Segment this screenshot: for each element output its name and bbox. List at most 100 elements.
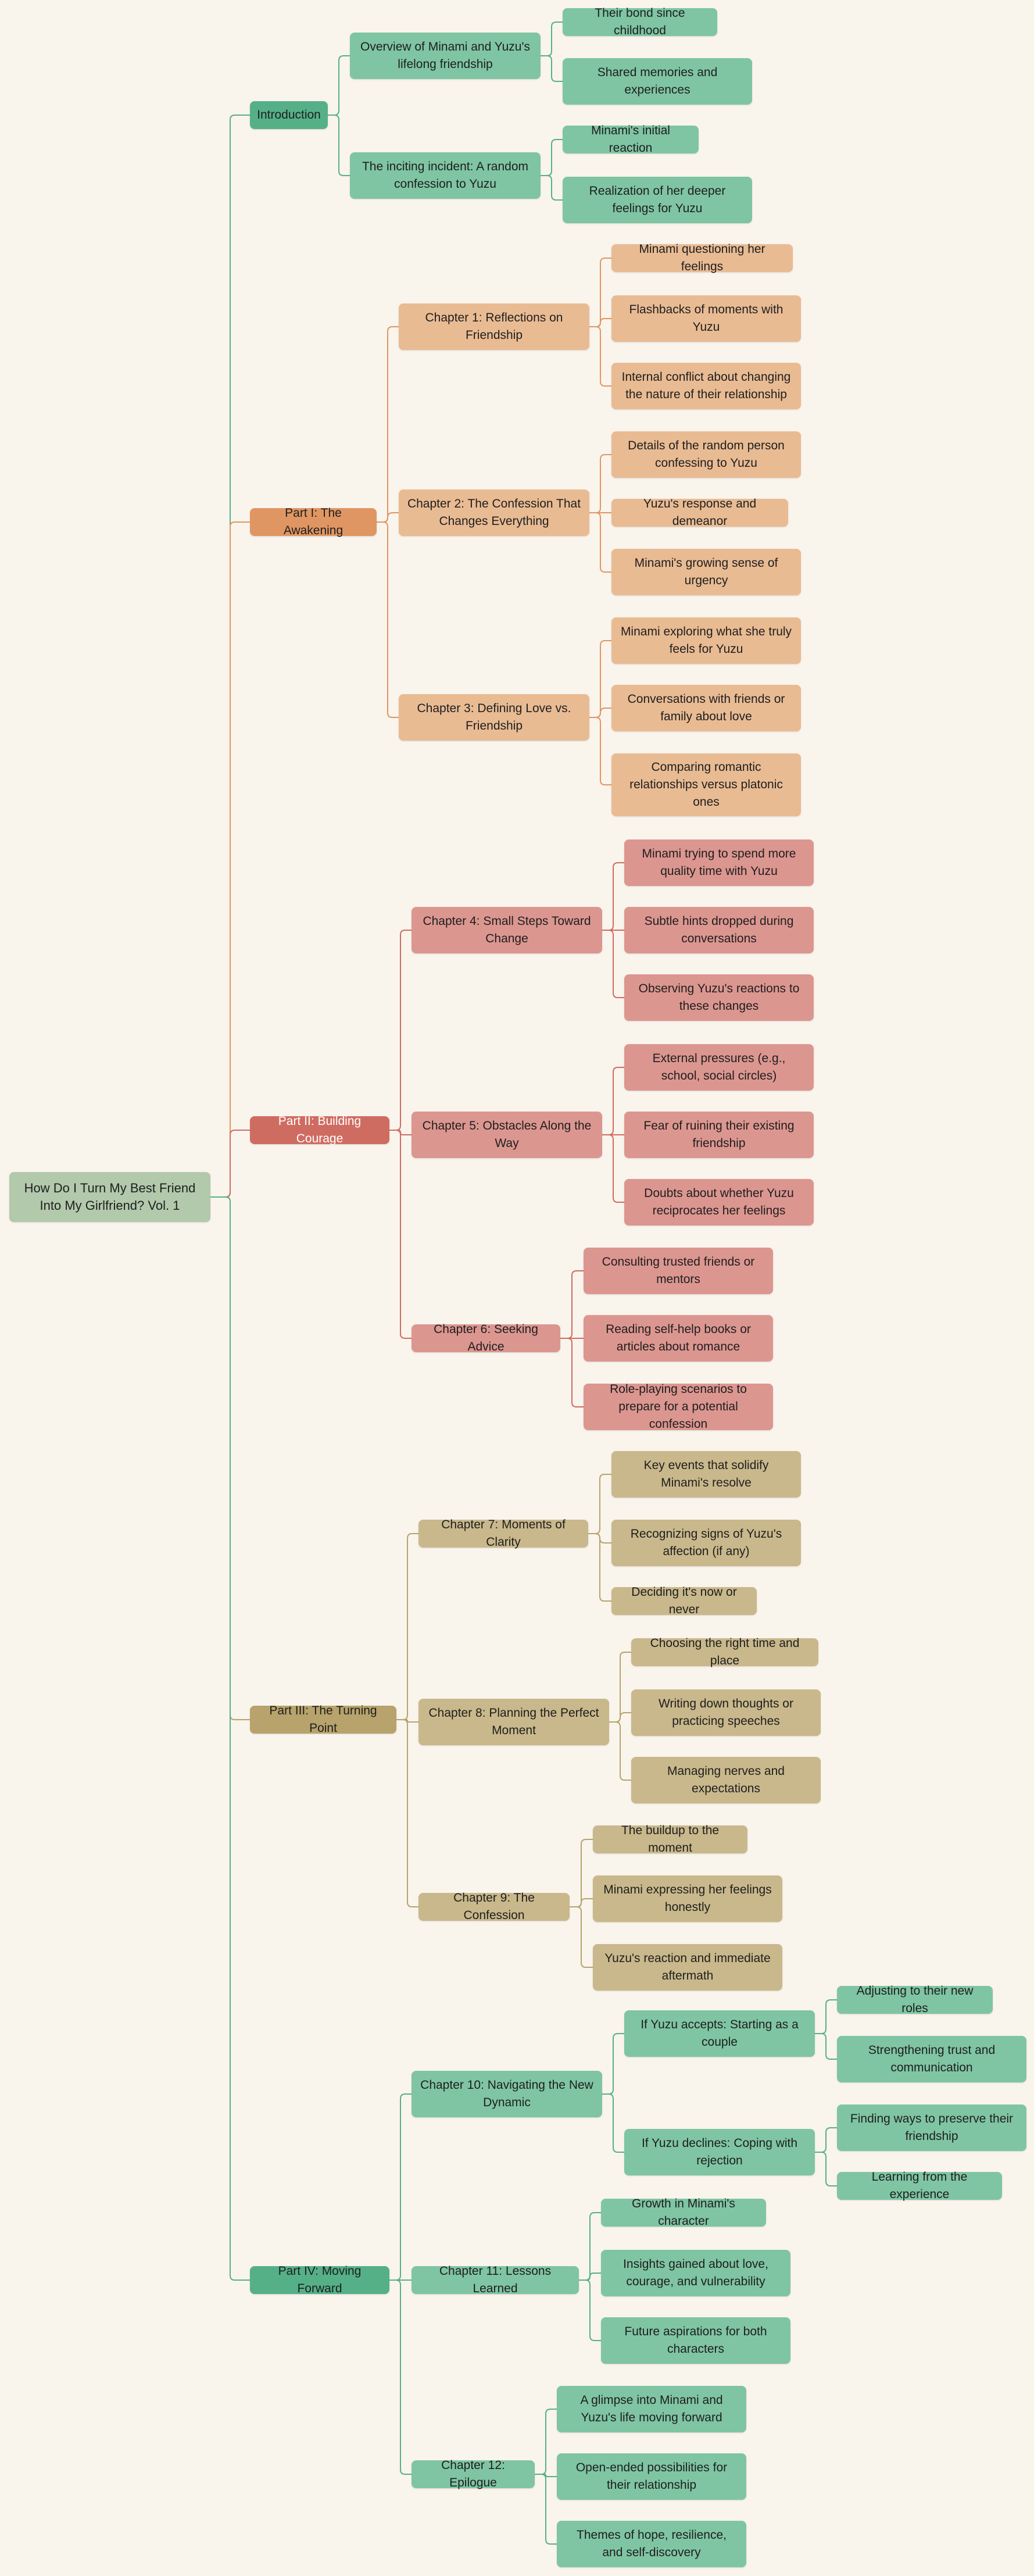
connector-topic-intro-inciting-to-leaf-intro-realization <box>541 175 563 201</box>
leaf-label: Writing down thoughts or practicing spee… <box>659 1697 793 1728</box>
connector-branch-part-3-to-chapter-9 <box>396 1719 418 1907</box>
topic-label: Chapter 12: Epilogue <box>441 2459 505 2489</box>
leaf-ch5-doubts[interactable]: Doubts about whether Yuzu reciprocates h… <box>624 1179 814 1226</box>
connector-branch-part-2-to-chapter-6 <box>389 1130 412 1339</box>
branch-part-1[interactable]: Part I: The Awakening <box>250 506 377 537</box>
leaf-label: Minami's initial reaction <box>591 124 670 155</box>
leaf-label: Details of the random person confessing … <box>628 439 785 470</box>
topic-label: Chapter 3: Defining Love vs. Friendship <box>417 702 571 733</box>
leaf-declines-preserve[interactable]: Finding ways to preserve their friendshi… <box>837 2105 1026 2151</box>
leaf-ch7-key-events[interactable]: Key events that solidify Minami's resolv… <box>611 1451 801 1498</box>
connector-chapter-9-to-leaf-ch9-reaction <box>570 1906 593 1968</box>
leaf-ch8-nerves[interactable]: Managing nerves and expectations <box>631 1757 821 1803</box>
leaf-intro-bond[interactable]: Their bond since childhood <box>563 6 717 37</box>
leaf-label: Minami questioning her feelings <box>639 242 765 273</box>
leaf-ch1-conflict[interactable]: Internal conflict about changing the nat… <box>611 363 801 409</box>
leaf-ch2-details[interactable]: Details of the random person confessing … <box>611 431 801 478</box>
leaf-ch1-questioning[interactable]: Minami questioning her feelings <box>611 242 793 273</box>
leaf-ch3-comparing[interactable]: Comparing romantic relationships versus … <box>611 753 801 816</box>
topic-label: Chapter 8: Planning the Perfect Moment <box>428 1706 599 1737</box>
scenario-accepts[interactable]: If Yuzu accepts: Starting as a couple <box>624 2010 815 2057</box>
chapter-5[interactable]: Chapter 5: Obstacles Along the Way <box>412 1112 602 1158</box>
chapter-7[interactable]: Chapter 7: Moments of Clarity <box>418 1518 588 1549</box>
chapter-8[interactable]: Chapter 8: Planning the Perfect Moment <box>418 1699 609 1745</box>
chapter-1[interactable]: Chapter 1: Reflections on Friendship <box>399 303 589 350</box>
chapter-9[interactable]: Chapter 9: The Confession <box>418 1891 570 1922</box>
leaf-label: Insights gained about love, courage, and… <box>623 2257 768 2288</box>
leaf-ch3-conversations[interactable]: Conversations with friends or family abo… <box>611 685 801 731</box>
branch-part-3[interactable]: Part III: The Turning Point <box>250 1704 396 1735</box>
leaf-intro-reaction[interactable]: Minami's initial reaction <box>563 124 699 155</box>
leaf-ch4-observing[interactable]: Observing Yuzu's reactions to these chan… <box>624 974 814 1021</box>
leaf-ch6-roleplay[interactable]: Role-playing scenarios to prepare for a … <box>584 1382 773 1431</box>
connector-chapter-2-to-leaf-ch2-urgency <box>589 512 611 573</box>
leaf-ch8-choosing[interactable]: Choosing the right time and place <box>631 1637 818 1667</box>
branch-label: Part IV: Moving Forward <box>278 2264 362 2295</box>
leaf-ch9-reaction[interactable]: Yuzu's reaction and immediate aftermath <box>593 1944 782 1991</box>
topic-label: The inciting incident: A random confessi… <box>362 160 528 191</box>
leaf-ch6-reading[interactable]: Reading self-help books or articles abou… <box>584 1315 773 1362</box>
chapter-12[interactable]: Chapter 12: Epilogue <box>412 2459 535 2489</box>
leaf-declines-learning[interactable]: Learning from the experience <box>837 2170 1002 2201</box>
leaf-label: A glimpse into Minami and Yuzu's life mo… <box>580 2393 723 2424</box>
leaf-ch12-possibilities[interactable]: Open-ended possibilities for their relat… <box>557 2453 746 2500</box>
leaf-ch2-urgency[interactable]: Minami's growing sense of urgency <box>611 549 801 595</box>
chapter-6[interactable]: Chapter 6: Seeking Advice <box>412 1323 560 1353</box>
leaf-ch5-fear[interactable]: Fear of ruining their existing friendshi… <box>624 1112 814 1158</box>
chapter-10[interactable]: Chapter 10: Navigating the New Dynamic <box>412 2071 602 2117</box>
leaf-ch11-growth[interactable]: Growth in Minami's character <box>601 2197 766 2228</box>
leaf-ch8-writing[interactable]: Writing down thoughts or practicing spee… <box>631 1689 821 1736</box>
chapter-11[interactable]: Chapter 11: Lessons Learned <box>412 2264 579 2295</box>
topic-label: Chapter 2: The Confession That Changes E… <box>407 497 581 528</box>
leaf-ch12-glimpse[interactable]: A glimpse into Minami and Yuzu's life mo… <box>557 2386 746 2432</box>
branch-introduction[interactable]: Introduction <box>250 101 328 129</box>
topic-label: Chapter 4: Small Steps Toward Change <box>423 914 591 945</box>
connector-root-node-to-branch-part-4 <box>210 1196 250 2281</box>
leaf-ch9-buildup[interactable]: The buildup to the moment <box>593 1824 747 1855</box>
branch-part-4[interactable]: Part IV: Moving Forward <box>250 2264 389 2295</box>
connector-chapter-6-to-leaf-ch6-roleplay <box>560 1338 584 1407</box>
leaf-label: Realization of her deeper feelings for Y… <box>589 184 726 215</box>
leaf-ch3-exploring[interactable]: Minami exploring what she truly feels fo… <box>611 617 801 664</box>
branch-part-2[interactable]: Part II: Building Courage <box>250 1114 389 1145</box>
chapter-2[interactable]: Chapter 2: The Confession That Changes E… <box>399 490 589 536</box>
topic-intro-overview[interactable]: Overview of Minami and Yuzu's lifelong f… <box>350 33 541 79</box>
leaf-ch12-themes[interactable]: Themes of hope, resilience, and self-dis… <box>557 2521 746 2567</box>
leaf-accepts-adjusting[interactable]: Adjusting to their new roles <box>837 1984 993 2015</box>
leaf-ch4-quality-time[interactable]: Minami trying to spend more quality time… <box>624 839 814 886</box>
leaf-label: Recognizing signs of Yuzu's affection (i… <box>630 1527 782 1558</box>
leaf-label: Adjusting to their new roles <box>856 1984 974 2015</box>
leaf-ch1-flashbacks[interactable]: Flashbacks of moments with Yuzu <box>611 295 801 342</box>
chapter-4[interactable]: Chapter 4: Small Steps Toward Change <box>412 907 602 953</box>
leaf-label: Reading self-help books or articles abou… <box>606 1323 751 1353</box>
scenario-declines[interactable]: If Yuzu declines: Coping with rejection <box>624 2129 815 2175</box>
leaf-label: Flashbacks of moments with Yuzu <box>629 303 783 334</box>
connector-branch-part-3-to-chapter-8 <box>396 1719 418 1723</box>
leaf-ch11-insights[interactable]: Insights gained about love, courage, and… <box>601 2250 790 2296</box>
leaf-label: Finding ways to preserve their friendshi… <box>850 2112 1014 2143</box>
leaf-accepts-trust[interactable]: Strengthening trust and communication <box>837 2036 1026 2082</box>
topic-intro-inciting[interactable]: The inciting incident: A random confessi… <box>350 152 541 199</box>
topic-label: Chapter 9: The Confession <box>453 1891 535 1922</box>
connector-chapter-11-to-leaf-ch11-aspirations <box>579 2280 601 2341</box>
leaf-label: Fear of ruining their existing friendshi… <box>643 1119 795 1150</box>
topic-label: Chapter 6: Seeking Advice <box>434 1323 538 1353</box>
chapter-3[interactable]: Chapter 3: Defining Love vs. Friendship <box>399 694 589 741</box>
leaf-intro-memories[interactable]: Shared memories and experiences <box>563 58 752 105</box>
leaf-ch2-response[interactable]: Yuzu's response and demeanor <box>611 497 788 528</box>
leaf-label: Conversations with friends or family abo… <box>627 692 785 723</box>
connector-chapter-12-to-leaf-ch12-themes <box>535 2474 557 2545</box>
leaf-ch4-hints[interactable]: Subtle hints dropped during conversation… <box>624 907 814 953</box>
leaf-ch7-signs[interactable]: Recognizing signs of Yuzu's affection (i… <box>611 1520 801 1566</box>
leaf-ch5-pressures[interactable]: External pressures (e.g., school, social… <box>624 1044 814 1091</box>
topic-label: Overview of Minami and Yuzu's lifelong f… <box>360 40 530 71</box>
leaf-ch11-aspirations[interactable]: Future aspirations for both characters <box>601 2317 790 2364</box>
root-node[interactable]: How Do I Turn My Best Friend Into My Gir… <box>9 1172 210 1222</box>
leaf-ch6-consulting[interactable]: Consulting trusted friends or mentors <box>584 1248 773 1294</box>
leaf-ch7-deciding[interactable]: Deciding it's now or never <box>611 1585 757 1616</box>
leaf-label: Minami expressing her feelings honestly <box>603 1883 772 1914</box>
leaf-intro-realization[interactable]: Realization of her deeper feelings for Y… <box>563 177 752 223</box>
leaf-label: Comparing romantic relationships versus … <box>629 760 783 809</box>
leaf-ch9-expressing[interactable]: Minami expressing her feelings honestly <box>593 1875 782 1922</box>
